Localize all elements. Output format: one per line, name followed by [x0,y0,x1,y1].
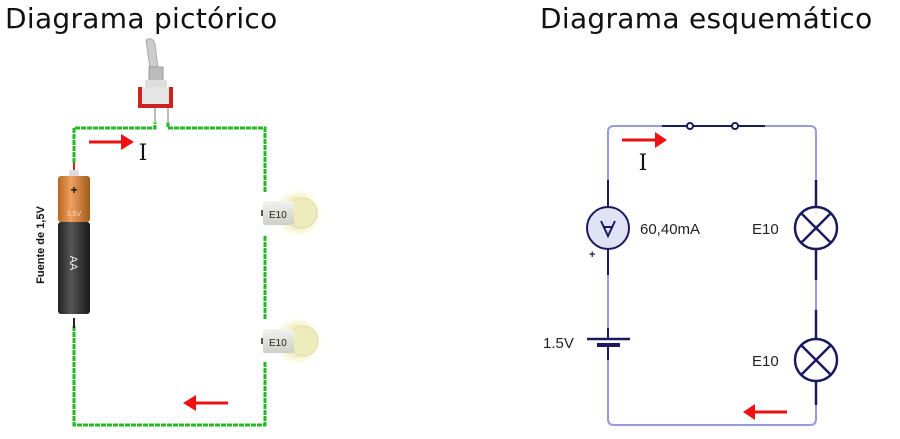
pictorial-wires [72,122,267,427]
ammeter-reading: 60,40mA [640,221,700,238]
schematic-battery [587,328,630,360]
battery-plus: + [70,183,77,197]
bulb-label: E10 [269,210,287,221]
schematic-switch[interactable] [662,122,765,130]
schematic-current-arrow-top [622,132,667,148]
ammeter-plus: + [589,249,595,261]
ammeter [586,180,630,275]
schematic-wires [607,125,817,426]
aa-battery: + 1.5V AA [58,170,90,314]
pictorial-diagram-title: Diagrama pictórico [5,2,278,35]
bulb-2[interactable]: E10 [261,315,324,367]
schematic-diagram-title: Diagrama esquemático [540,2,873,35]
lamp-label: E10 [752,353,779,370]
toggle-switch[interactable] [138,38,173,123]
schematic-current-arrow-bottom [743,404,787,420]
battery-type: AA [67,256,79,271]
current-label: I [139,141,148,166]
current-arrow-top [89,134,134,150]
lamp-1[interactable] [793,180,839,280]
lamp-2[interactable] [793,310,839,405]
lamp-label: E10 [752,221,779,238]
schematic-current-label: I [639,151,648,176]
bulb-label: E10 [269,338,287,349]
battery-label: Fuente de 1,5V [35,206,47,284]
current-arrow-bottom [183,395,228,411]
battery-voltage-label: 1.5V [543,335,574,352]
battery-voltage: 1.5V [67,211,82,218]
bulb-1[interactable]: E10 [261,187,324,239]
